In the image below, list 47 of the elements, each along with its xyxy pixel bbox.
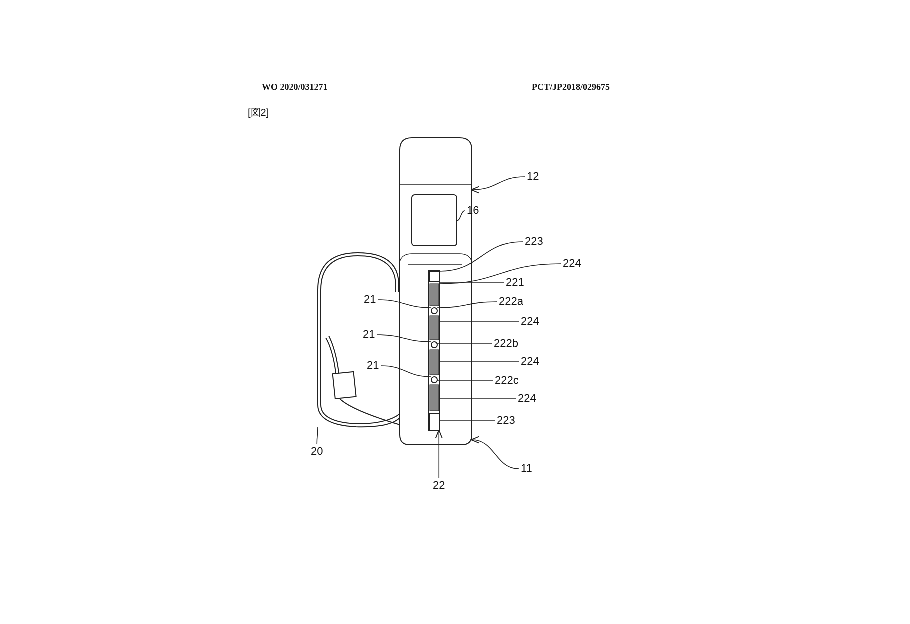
indicator-circle [431,342,438,348]
patterned-segment [430,384,440,412]
leader-line [438,264,562,284]
leader-line [378,300,432,308]
callout-number: 223 [525,236,544,248]
callout-number: 21 [363,329,376,341]
leader-arrow [470,176,526,194]
publication-number: WO 2020/031271 [262,82,328,92]
indicator-circle [431,308,438,314]
display-window [412,194,458,246]
callout-number: 222c [495,375,519,387]
leader-line [376,334,432,342]
callout-number: 11 [521,463,532,475]
publication-number: PCT/JP2018/029675 [532,82,610,92]
leader-line [440,282,504,284]
indicator-circle [431,376,438,384]
patterned-segment [430,350,440,376]
figure-label: [図2] [248,107,270,120]
leader-line [438,398,516,400]
patterned-segment [430,284,440,306]
leader-line [316,426,318,444]
callout-number: 224 [521,356,540,368]
callout-number: 224 [521,316,540,328]
leader-line [456,210,466,222]
strip-end-segment [429,271,440,282]
leader-line [437,380,494,382]
patterned-segment [430,316,440,340]
callout-number: 12 [527,171,540,183]
strip-end-segment [429,413,440,431]
callout-number: 22 [433,480,446,492]
callout-number: 222a [499,296,524,308]
leader-arrow [470,437,520,470]
callout-number: 224 [563,258,582,270]
callout-number: 21 [367,360,380,372]
leader-arrow [435,430,443,478]
callout-number: 221 [506,277,524,289]
callout-number: 222b [494,338,518,350]
callout-number: 21 [364,294,376,306]
callout-number: 224 [518,393,536,405]
strap-drawing [318,252,400,428]
callout-number: 20 [311,446,324,458]
leader-line [439,420,496,422]
leader-line [437,302,498,308]
leader-line [380,366,432,378]
leader-line [439,242,524,272]
callout-number: 223 [497,415,516,427]
indicator-strip [428,270,440,432]
